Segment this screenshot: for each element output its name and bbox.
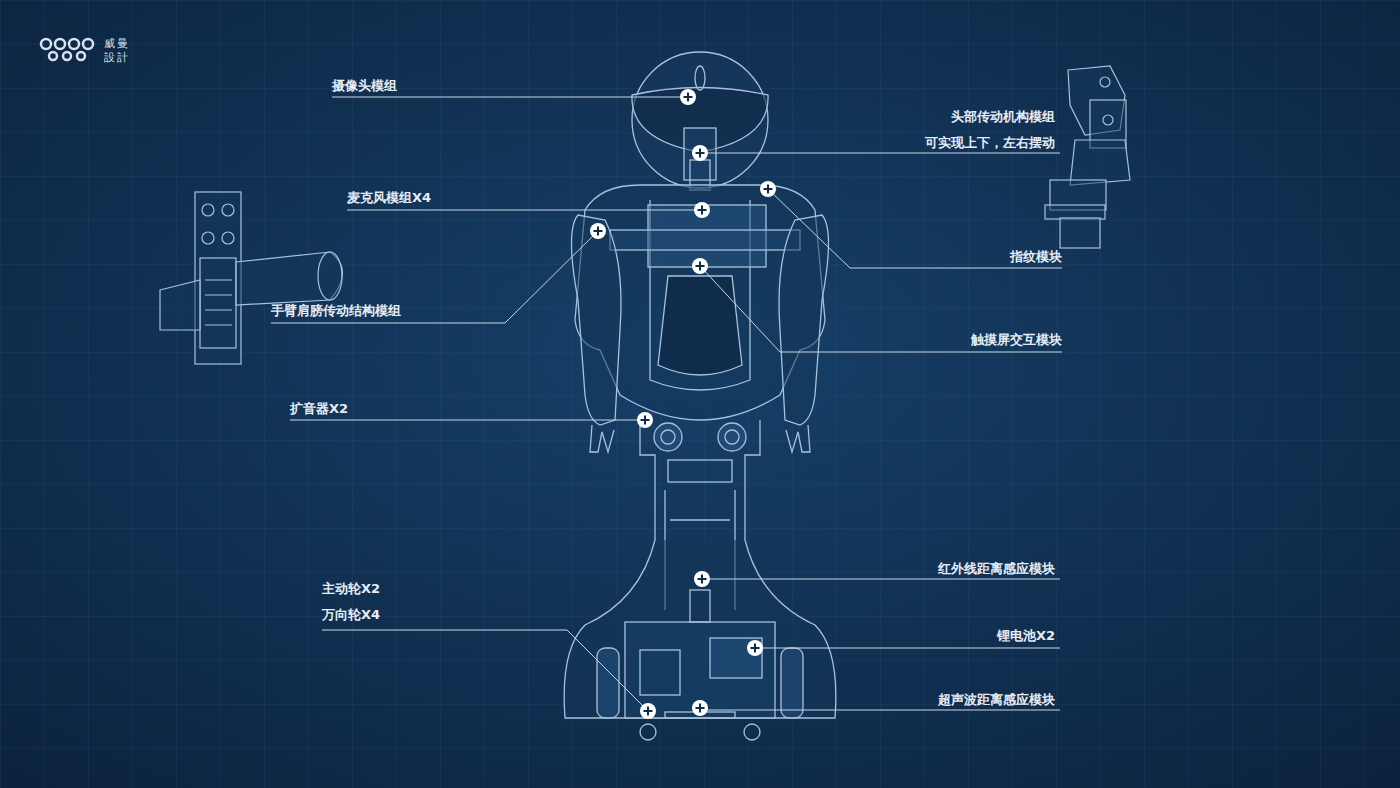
- part-label: 触摸屏交互模块: [971, 332, 1062, 348]
- arm-module-illustration: [160, 192, 343, 364]
- robot-body: [564, 52, 836, 740]
- part-label: 锂电池X2: [997, 628, 1055, 644]
- part-label: 摄像头模组: [332, 78, 397, 94]
- part-label: 麦克风模组X4: [347, 190, 431, 206]
- part-label: 红外线距离感应模块: [938, 561, 1055, 577]
- part-note: 可实现上下，左右摆动: [925, 135, 1055, 151]
- logo-mark: [41, 39, 93, 60]
- part-label: 手臂肩膀传动结构模组: [271, 303, 401, 319]
- logo-text: 設計: [104, 51, 130, 65]
- logo-text: 威曼: [104, 37, 130, 51]
- part-label: 万向轮X4: [322, 607, 380, 623]
- leader-lines: [271, 97, 1062, 711]
- part-label: 指纹模块: [1010, 249, 1062, 265]
- part-label: 超声波距离感应模块: [938, 692, 1055, 708]
- head-mechanism-illustration: [1045, 66, 1130, 248]
- callout-marker: [590, 89, 776, 719]
- part-label: 主动轮X2: [322, 581, 380, 597]
- part-label: 扩音器X2: [290, 401, 348, 417]
- part-label: 头部传动机构模组: [951, 109, 1055, 125]
